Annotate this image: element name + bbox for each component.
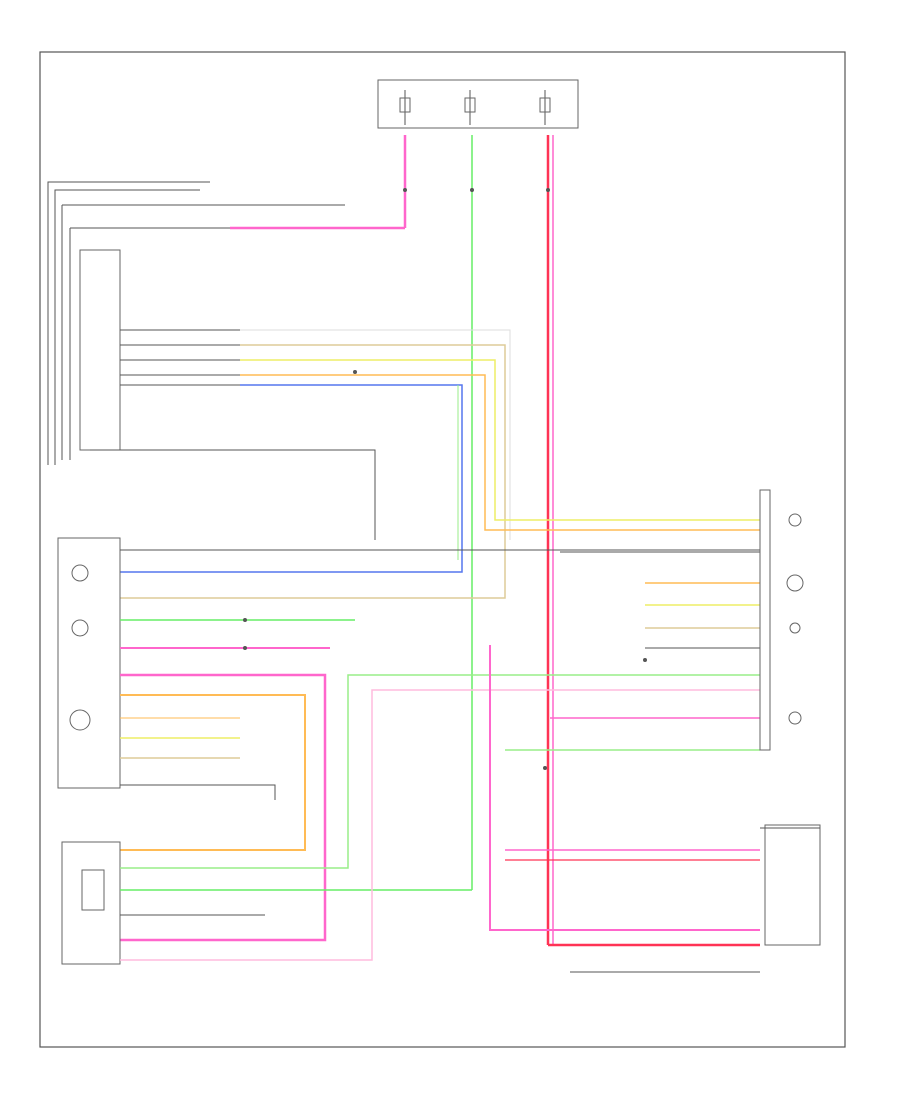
left-switch-block [47, 181, 376, 540]
driver-module [57, 537, 760, 942]
passenger-switch-module [61, 674, 760, 965]
fuse-block [377, 79, 579, 129]
diagram-border [39, 51, 846, 1048]
right-connector-wires [489, 551, 760, 973]
switch-harness [120, 329, 760, 599]
power-feeds [230, 135, 554, 945]
right-components [759, 489, 821, 946]
splice-points [243, 188, 647, 770]
